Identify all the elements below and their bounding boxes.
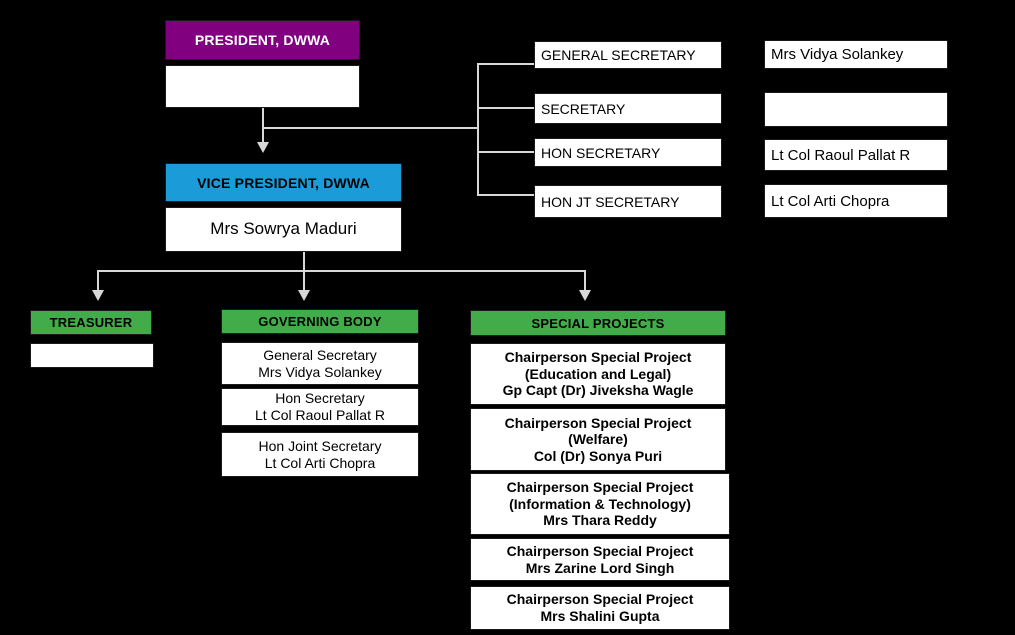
connector-president-to-vp [262, 108, 264, 150]
treasurer-header[interactable]: TREASURER [30, 310, 152, 335]
governing-body-name-1: Mrs Vidya Solankey [258, 363, 382, 380]
secretary-role-4: HON JT SECRETARY [541, 193, 680, 210]
connector-secretary-branch-2 [477, 107, 534, 109]
secretary-role-box-3[interactable]: HON SECRETARY [534, 138, 722, 167]
secretary-name-box-1[interactable]: Mrs Vidya Solankey [764, 40, 948, 69]
special-projects-role-2: Chairperson Special Project [504, 414, 692, 431]
president-title: PRESIDENT, DWWA [194, 32, 331, 48]
secretary-role-box-1[interactable]: GENERAL SECRETARY [534, 41, 722, 69]
treasurer-title: TREASURER [49, 315, 133, 330]
special-projects-name-5: Mrs Shalini Gupta [540, 608, 660, 624]
vice-president-name-box[interactable]: Mrs Sowrya Maduri [165, 207, 402, 252]
president-name-box[interactable] [165, 65, 360, 108]
governing-body-member-2[interactable]: Hon Secretary Lt Col Raoul Pallat R [221, 388, 419, 426]
special-projects-name-4: Mrs Zarine Lord Singh [525, 559, 675, 576]
connector-secretary-branch-1 [477, 63, 534, 65]
secretary-name-3: Lt Col Raoul Pallat R [771, 146, 911, 164]
special-projects-name-3: Mrs Thara Reddy [543, 512, 657, 529]
president-header[interactable]: PRESIDENT, DWWA [165, 20, 360, 60]
special-projects-scope-3: (Information & Technology) [509, 495, 691, 512]
governing-body-member-1[interactable]: General Secretary Mrs Vidya Solankey [221, 342, 419, 385]
vice-president-title: VICE PRESIDENT, DWWA [197, 174, 370, 191]
secretary-role-3: HON SECRETARY [541, 144, 661, 161]
special-projects-member-2[interactable]: Chairperson Special Project (Welfare) Co… [470, 408, 726, 471]
governing-body-role-3: Hon Joint Secretary [258, 437, 382, 454]
arrow-treasurer [92, 290, 104, 301]
connector-to-special-projects [584, 270, 586, 298]
secretary-name-box-2[interactable] [764, 92, 948, 127]
secretary-name-4: Lt Col Arti Chopra [771, 192, 890, 210]
vice-president-header[interactable]: VICE PRESIDENT, DWWA [165, 163, 402, 202]
treasurer-name-box[interactable] [30, 343, 154, 368]
secretary-name-box-3[interactable]: Lt Col Raoul Pallat R [764, 139, 948, 171]
special-projects-role-3: Chairperson Special Project [506, 479, 694, 496]
special-projects-role-1: Chairperson Special Project [504, 349, 692, 366]
special-projects-role-5: Chairperson Special Project [506, 591, 694, 608]
arrow-vice-president [257, 142, 269, 153]
connector-vp-down [303, 252, 305, 272]
arrow-special-projects [579, 290, 591, 301]
connector-lower-bus [97, 270, 585, 272]
special-projects-role-4: Chairperson Special Project [506, 542, 694, 559]
special-projects-member-4[interactable]: Chairperson Special Project Mrs Zarine L… [470, 538, 730, 581]
governing-body-header[interactable]: GOVERNING BODY [221, 309, 419, 334]
secretary-name-1: Mrs Vidya Solankey [771, 46, 904, 63]
connector-to-governing-body [303, 270, 305, 298]
secretary-name-box-4[interactable]: Lt Col Arti Chopra [764, 184, 948, 218]
special-projects-scope-1: (Education and Legal) [524, 365, 672, 382]
secretary-role-box-2[interactable]: SECRETARY [534, 93, 722, 124]
governing-body-title: GOVERNING BODY [258, 314, 382, 329]
connector-secretaries-bus [477, 63, 479, 195]
special-projects-member-3[interactable]: Chairperson Special Project (Information… [470, 473, 730, 535]
arrow-governing-body [298, 290, 310, 301]
secretary-role-2: SECRETARY [541, 100, 626, 117]
special-projects-title: SPECIAL PROJECTS [531, 315, 665, 331]
governing-body-name-2: Lt Col Raoul Pallat R [255, 407, 385, 423]
special-projects-member-1[interactable]: Chairperson Special Project (Education a… [470, 343, 726, 405]
governing-body-role-1: General Secretary [263, 346, 377, 363]
special-projects-member-5[interactable]: Chairperson Special Project Mrs Shalini … [470, 586, 730, 630]
vice-president-name: Mrs Sowrya Maduri [210, 219, 357, 239]
secretary-role-1: GENERAL SECRETARY [541, 47, 696, 63]
special-projects-header[interactable]: SPECIAL PROJECTS [470, 310, 726, 336]
governing-body-member-3[interactable]: Hon Joint Secretary Lt Col Arti Chopra [221, 432, 419, 477]
secretary-role-box-4[interactable]: HON JT SECRETARY [534, 185, 722, 218]
special-projects-name-2: Col (Dr) Sonya Puri [533, 447, 663, 464]
governing-body-name-3: Lt Col Arti Chopra [264, 454, 376, 471]
connector-secretary-branch-3 [477, 151, 534, 153]
connector-secretary-branch-4 [477, 194, 534, 196]
governing-body-role-2: Hon Secretary [275, 390, 365, 407]
connector-president-to-secretaries [262, 127, 479, 129]
special-projects-scope-2: (Welfare) [568, 431, 628, 448]
special-projects-name-1: Gp Capt (Dr) Jiveksha Wagle [502, 382, 694, 399]
connector-to-treasurer [97, 270, 99, 298]
